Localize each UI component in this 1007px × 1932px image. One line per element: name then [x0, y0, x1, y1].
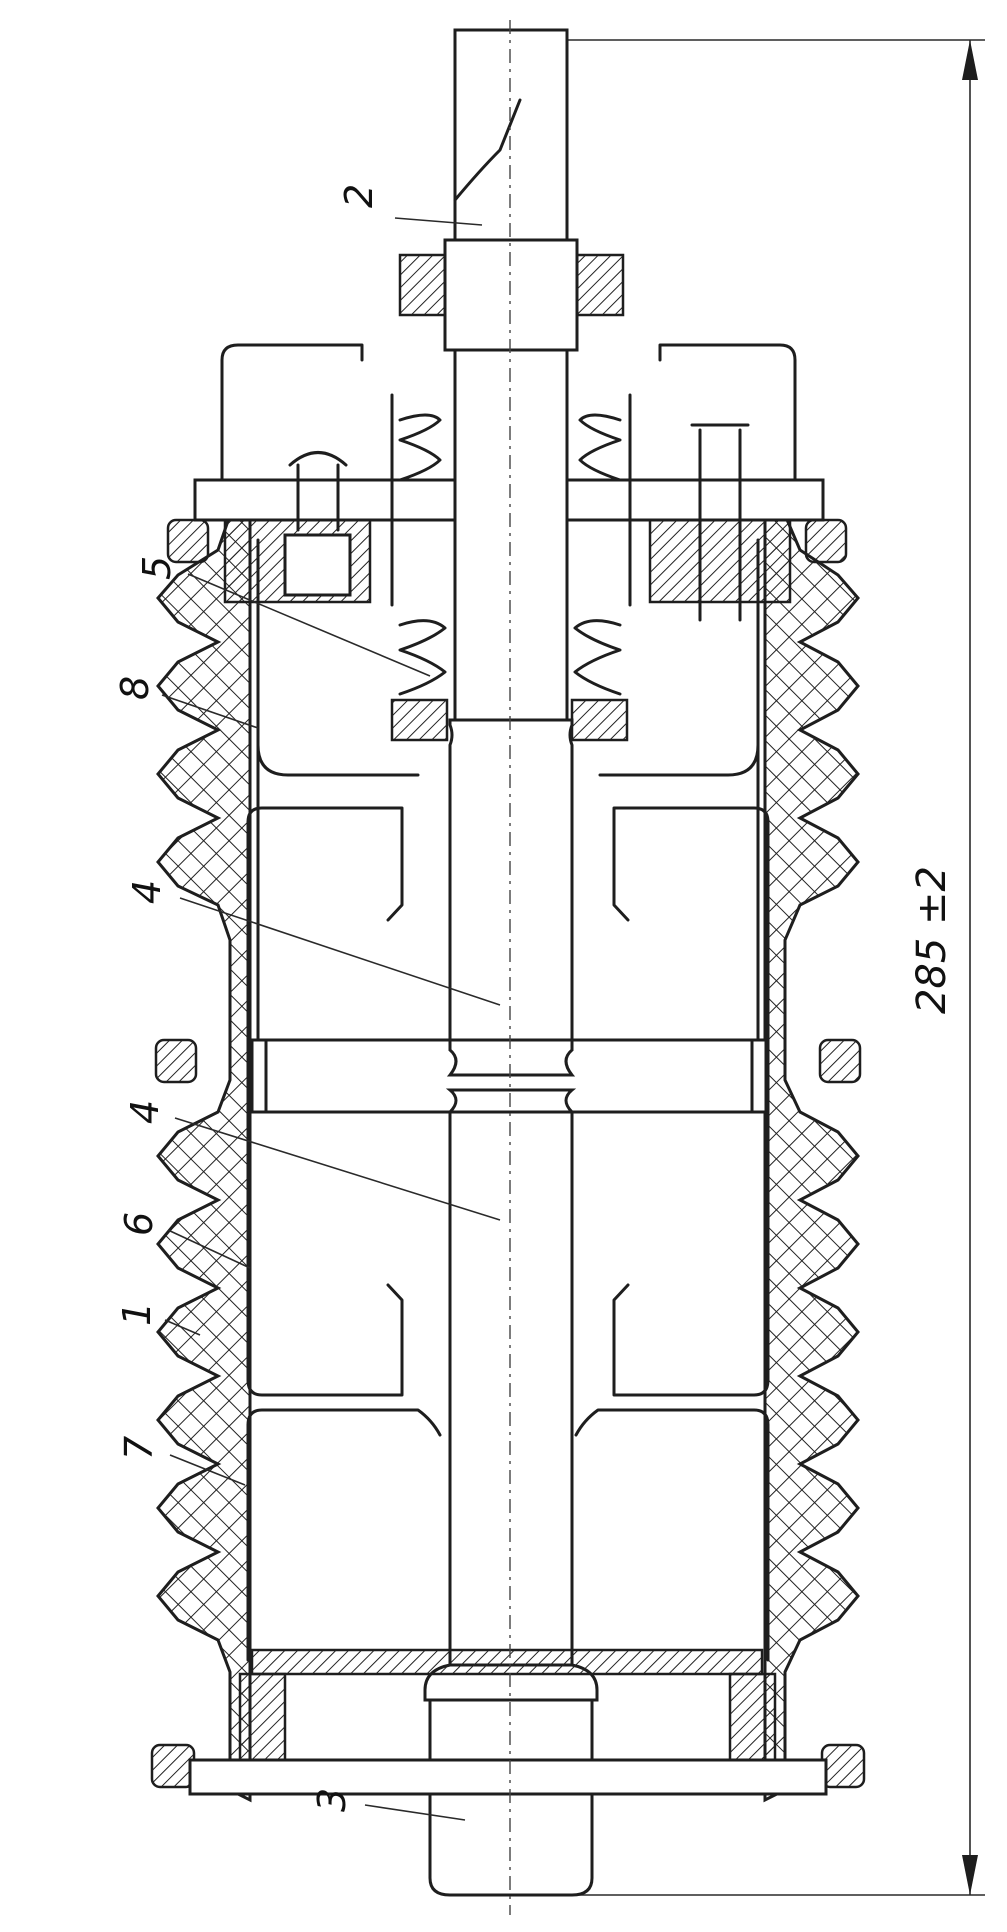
callout-6: 6 — [117, 1212, 161, 1236]
overall-length-dimension — [470, 39, 985, 1896]
bellows-5 — [390, 393, 632, 742]
central-shield-6 — [246, 806, 770, 1397]
insulating-housing-1 — [156, 513, 860, 1803]
leader-lines — [161, 217, 501, 1821]
callout-5: 5 — [135, 556, 179, 580]
callout-2: 2 — [337, 184, 381, 208]
housing-left-wall — [156, 513, 252, 1803]
housing-right-wall — [763, 513, 860, 1803]
callout-labels: 2 5 8 4 4 6 1 7 3 — [113, 184, 381, 1812]
callout-1: 1 — [115, 1302, 159, 1326]
flange-clamp-rings — [150, 518, 866, 1789]
vapour-shield-8 — [256, 538, 760, 1042]
callout-4a: 4 — [125, 880, 169, 904]
overall-length-text: 285 ±2 — [909, 866, 955, 1014]
moving-contact-rod-2 — [398, 28, 625, 1077]
callout-7: 7 — [117, 1436, 161, 1460]
callout-3: 3 — [310, 1788, 354, 1812]
lower-shield-7 — [188, 1408, 828, 1796]
callout-4b: 4 — [123, 1100, 167, 1124]
callout-8: 8 — [113, 676, 157, 700]
